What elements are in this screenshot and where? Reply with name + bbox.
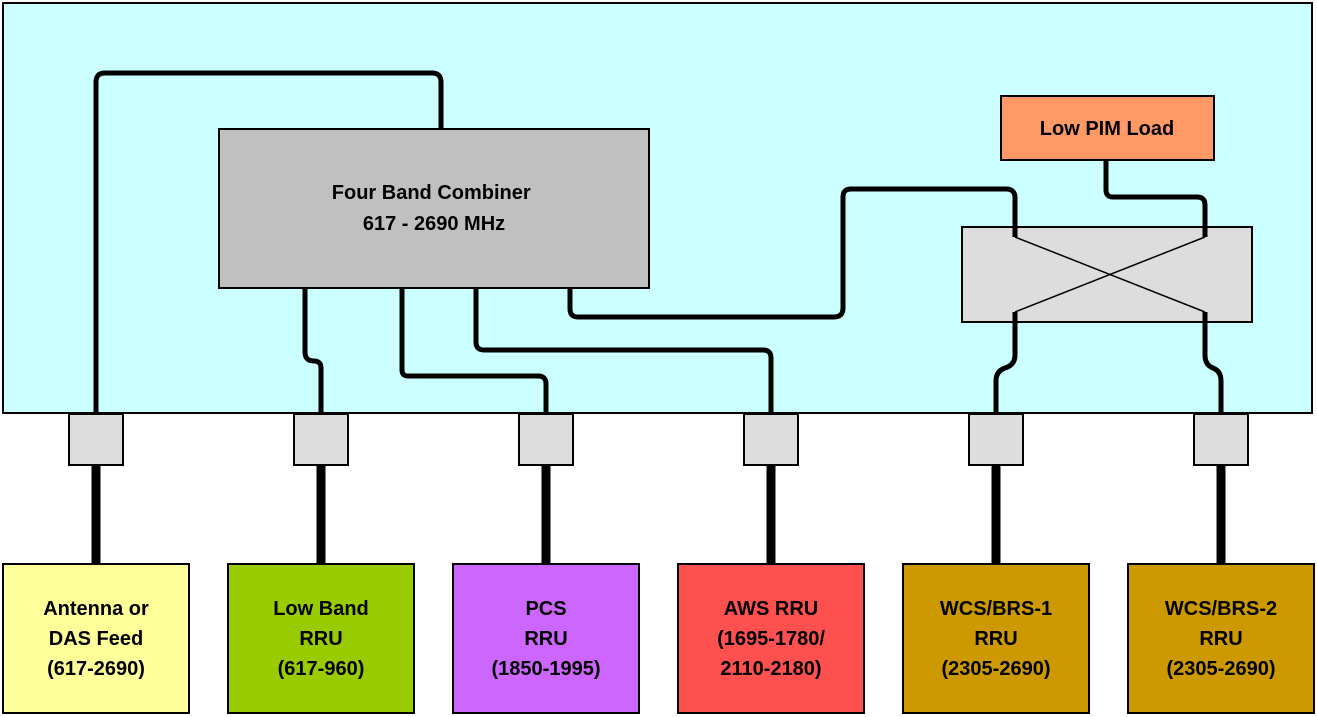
port-label: AWS RRU (1695-1780/2110-2180) bbox=[717, 598, 825, 680]
four-band-combiner-box bbox=[218, 128, 650, 289]
hybrid-crossover bbox=[1014, 236, 1206, 313]
port-aws-rru: AWS RRU (1695-1780/2110-2180) bbox=[677, 413, 865, 714]
port-label-line-2: RRU bbox=[524, 628, 567, 650]
connector bbox=[68, 413, 124, 466]
port-label-line-1: WCS/BRS-2 bbox=[1165, 598, 1277, 620]
connector bbox=[743, 413, 799, 466]
wire-combiner-to-aws bbox=[473, 288, 774, 413]
wire-combiner-to-low-band bbox=[302, 288, 324, 413]
port-box bbox=[227, 563, 415, 714]
combiner-frequency-range: 617 - 2690 MHz bbox=[363, 213, 505, 235]
port-label: Antenna or DAS Feed (617-2690) bbox=[43, 598, 149, 680]
port-label-line-2: DAS Feed bbox=[49, 628, 143, 650]
port-label-line-3: (2305-2690) bbox=[1167, 658, 1276, 680]
port-label-line-1: AWS RRU bbox=[724, 598, 818, 620]
wire-hybrid-to-wcs-1 bbox=[993, 321, 1018, 413]
port-label-line-3: (2305-2690) bbox=[942, 658, 1051, 680]
port-box bbox=[1127, 563, 1315, 714]
low-pim-load-box bbox=[1000, 95, 1215, 161]
wire-combiner-to-pcs bbox=[399, 288, 549, 413]
port-pcs-rru: PCS RRU (1850-1995) bbox=[452, 413, 640, 714]
combiner-title: Four Band Combiner bbox=[332, 182, 531, 204]
port-label-line-1: Antenna or bbox=[43, 598, 149, 620]
wire-load-to-hybrid bbox=[1103, 160, 1208, 228]
connector bbox=[1193, 413, 1249, 466]
port-antenna-das-feed: Antenna or DAS Feed (617-2690) bbox=[2, 413, 190, 714]
port-label-line-3: (617-2690) bbox=[47, 658, 145, 680]
port-box bbox=[2, 563, 190, 714]
connector bbox=[518, 413, 574, 466]
port-label-line-2: RRU bbox=[974, 628, 1017, 650]
port-box bbox=[452, 563, 640, 714]
port-label-line-2: RRU bbox=[299, 628, 342, 650]
hybrid-coupler-box bbox=[961, 226, 1253, 323]
port-label-line-1: PCS bbox=[525, 598, 566, 620]
port-box bbox=[902, 563, 1090, 714]
wire-hybrid-to-wcs-2 bbox=[1202, 321, 1224, 413]
wire-combiner-to-hybrid bbox=[567, 186, 1018, 320]
port-label-line-3: (1850-1995) bbox=[492, 658, 601, 680]
port-label-line-2: RRU bbox=[1199, 628, 1242, 650]
port-box bbox=[677, 563, 865, 714]
hybrid-port-stubs bbox=[1012, 226, 1208, 323]
wire-antenna-to-combiner bbox=[93, 70, 444, 413]
internal-wiring bbox=[93, 70, 1224, 413]
port-label-line-3: 2110-2180) bbox=[720, 658, 821, 680]
port-label-line-3: (617-960) bbox=[278, 658, 365, 680]
svg-text:Four Band Combiner 617 - 2: Four Band Combiner 617 - 2690 MHz bbox=[332, 182, 536, 235]
port-label-line-2: (1695-1780/ bbox=[717, 628, 825, 650]
port-label-line-1: Low Band bbox=[273, 598, 369, 620]
connector bbox=[293, 413, 349, 466]
low-pim-load-label: Low PIM Load bbox=[1040, 118, 1174, 140]
port-label: PCS RRU (1850-1995) bbox=[492, 598, 601, 680]
port-label-line-1: WCS/BRS-1 bbox=[940, 598, 1052, 620]
connector bbox=[968, 413, 1024, 466]
